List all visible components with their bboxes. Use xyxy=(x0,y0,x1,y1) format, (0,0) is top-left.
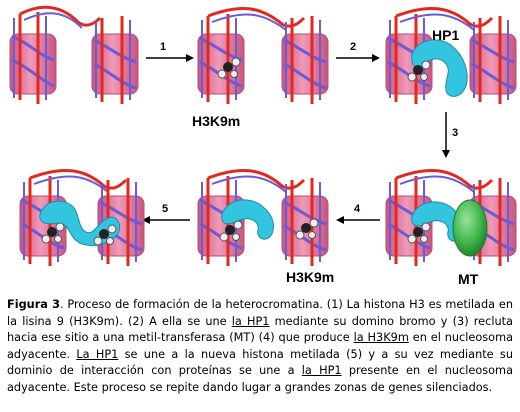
stage-unmodified xyxy=(9,5,139,104)
step-arrow-5: 5 xyxy=(142,203,190,224)
figure-caption: Figura 3. Proceso de formación de la het… xyxy=(5,296,515,408)
step-number: 5 xyxy=(162,203,168,215)
caption-text: en el nucleosoma adyacente. xyxy=(7,331,513,361)
heterochromatin-diagram: 1 H3K9m 2 xyxy=(9,5,517,287)
methyl-group-icon xyxy=(93,224,117,246)
h3k9m-label-top: H3K9m xyxy=(192,113,240,129)
nucleosome xyxy=(281,16,329,104)
caption-text: mediante su domino bromo y (3) recluta h… xyxy=(7,314,513,345)
caption-term: la HP1 xyxy=(301,364,342,378)
methyltransferase xyxy=(452,199,488,257)
mt-label: MT xyxy=(458,271,479,287)
stage-hp1-bound xyxy=(385,6,517,104)
nucleosome xyxy=(469,16,517,104)
methyl-group-icon xyxy=(407,60,431,82)
step-number: 2 xyxy=(350,41,356,53)
stage-mt-recruited xyxy=(385,168,517,266)
step-arrow-3: 3 xyxy=(442,112,458,158)
hp1-label: HP1 xyxy=(432,27,459,43)
caption-title: Figura 3 xyxy=(7,298,60,311)
step-number: 1 xyxy=(160,41,166,53)
caption-term: la HP1 xyxy=(231,314,270,328)
step-arrow-2: 2 xyxy=(336,41,380,62)
methyl-group-icon xyxy=(217,57,241,79)
stage-methylated xyxy=(197,6,329,104)
caption-text: se une a la nueva histona metilada (5) y… xyxy=(7,347,513,378)
caption-term: La HP1 xyxy=(76,347,119,361)
caption-text: . Proceso de formación de la heterocroma… xyxy=(7,298,513,328)
caption-text: presente en el nucleosoma adyacente. Est… xyxy=(7,364,513,394)
caption-term: la H3K9m xyxy=(353,331,409,345)
h3k9m-label-bottom: H3K9m xyxy=(286,269,334,285)
nucleosome xyxy=(9,12,57,104)
step-arrow-4: 4 xyxy=(336,203,380,224)
step-arrow-1: 1 xyxy=(146,41,194,62)
methyl-group-icon xyxy=(295,218,319,240)
step-number: 3 xyxy=(452,127,458,139)
stage-adjacent-methylated xyxy=(197,168,329,266)
methyl-group-icon xyxy=(41,222,65,244)
step-number: 4 xyxy=(354,203,361,215)
methyl-group-icon xyxy=(219,220,243,242)
nucleosome xyxy=(197,14,245,104)
nucleosome xyxy=(91,16,139,104)
stage-hp1-spreading xyxy=(19,168,145,266)
nucleosome xyxy=(281,178,329,266)
methyl-group-icon xyxy=(407,222,431,244)
